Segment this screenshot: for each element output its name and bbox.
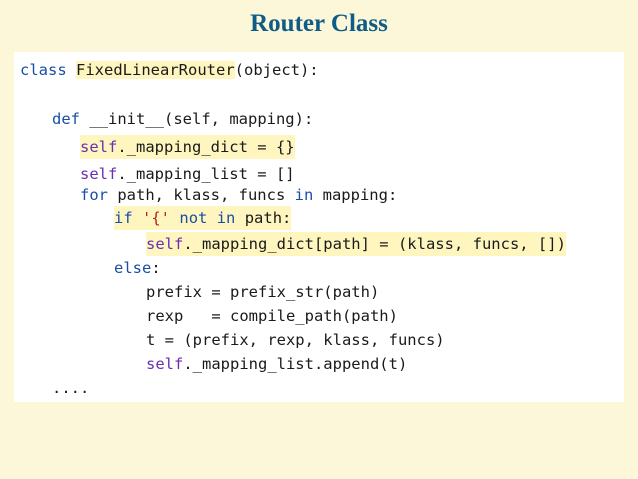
- code-line-prefix: prefix = prefix_str(path): [146, 283, 380, 301]
- keyword: class: [20, 61, 67, 79]
- code-text: ._mapping_list = []: [117, 165, 295, 183]
- code-line-ellipsis: ....: [52, 379, 90, 397]
- code-text: ._mapping_dict[path] = (klass, funcs, []…: [183, 235, 566, 253]
- keyword: not: [179, 209, 208, 227]
- code-text: path:: [235, 209, 292, 227]
- keyword: if: [114, 209, 133, 227]
- code-line-dict-assign: self._mapping_dict[path] = (klass, funcs…: [146, 232, 566, 256]
- slide-title: Router Class: [250, 10, 388, 37]
- class-name: FixedLinearRouter: [76, 61, 235, 79]
- code-text: path, klass, funcs: [108, 186, 295, 204]
- keyword: else: [114, 259, 152, 277]
- string-literal: '{': [142, 209, 171, 227]
- self-keyword: self: [80, 138, 118, 156]
- code-line-mapping-dict-init: self._mapping_dict = {}: [80, 135, 295, 159]
- code-line-for-loop: for path, klass, funcs in mapping:: [80, 183, 397, 207]
- keyword: in: [294, 186, 314, 204]
- keyword: in: [216, 209, 236, 227]
- self-keyword: self: [146, 235, 184, 253]
- code-line-if-condition: if '{' not in path:: [114, 206, 292, 230]
- code-line-mapping-list-init: self._mapping_list = []: [80, 162, 295, 186]
- keyword: for: [80, 186, 108, 204]
- code-line-tuple: t = (prefix, rexp, klass, funcs): [146, 331, 445, 349]
- code-text: ._mapping_dict = {}: [117, 138, 295, 156]
- code-text: :: [151, 259, 161, 277]
- code-text: __init__(self, mapping):: [89, 110, 314, 128]
- code-text: ._mapping_list.append(t): [183, 355, 408, 373]
- self-keyword: self: [80, 165, 118, 183]
- code-line-init-def: def __init__(self, mapping):: [52, 107, 313, 131]
- code-line-else: else:: [114, 256, 161, 280]
- code-block: class FixedLinearRouter(object): def __i…: [14, 52, 624, 402]
- code-text: (object):: [234, 61, 319, 79]
- code-line-rexp: rexp = compile_path(path): [146, 307, 398, 325]
- self-keyword: self: [146, 355, 184, 373]
- code-line-append: self._mapping_list.append(t): [146, 352, 407, 376]
- keyword: def: [52, 110, 80, 128]
- code-line-class-def: class FixedLinearRouter(object):: [20, 58, 319, 82]
- code-text: mapping:: [313, 186, 398, 204]
